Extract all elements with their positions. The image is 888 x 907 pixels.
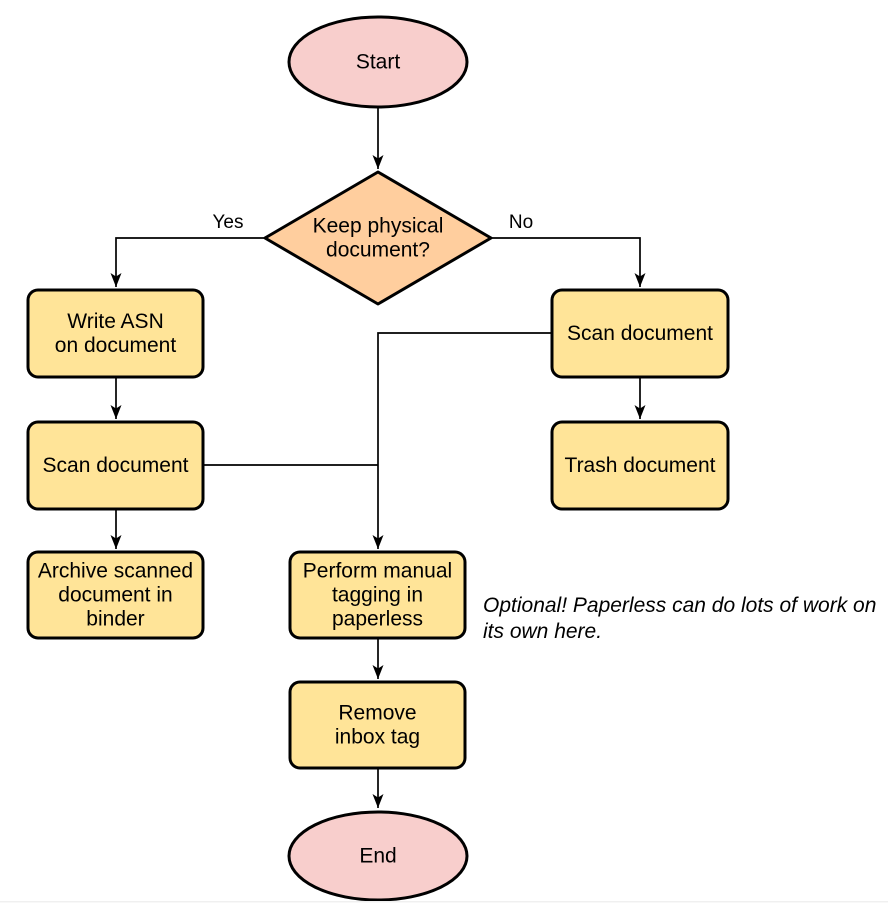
node-label-end: End (359, 845, 396, 868)
node-shape-archive-scanned-document (26, 550, 205, 640)
node-shape-scan-document-right (550, 288, 730, 379)
node-label-start: Start (356, 51, 401, 74)
node-scan-document-right: Scan document (550, 288, 730, 379)
node-shape-remove-inbox-tag (288, 680, 467, 770)
label-no: No (509, 212, 533, 233)
node-label-scan-document-left: Scan document (43, 454, 189, 477)
node-label-scan-document-right: Scan document (567, 322, 713, 345)
node-shape-scan-document-left (26, 420, 205, 511)
node-start: Start (287, 15, 469, 109)
node-trash-document: Trash document (550, 420, 730, 511)
node-shape-end (287, 810, 469, 902)
edge-decision-no-to-scan-right (490, 237, 646, 287)
node-scan-document-left: Scan document (26, 420, 205, 511)
edge-scan-right-to-tagging (372, 332, 552, 549)
annotation-note: Optional! Paperless can do lots of work … (483, 594, 876, 643)
node-end: End (287, 810, 469, 902)
label-yes: Yes (213, 212, 244, 233)
node-shape-perform-manual-tagging (288, 550, 467, 640)
node-label-trash-document: Trash document (565, 454, 716, 477)
edge-decision-yes-to-write-asn (110, 237, 265, 287)
node-shape-keep-physical-document (263, 170, 493, 306)
node-shape-write-asn-on-document (26, 288, 205, 379)
node-shape-trash-document (550, 420, 730, 511)
node-shape-start (287, 15, 469, 109)
page-bottom-rule (0, 901, 888, 903)
